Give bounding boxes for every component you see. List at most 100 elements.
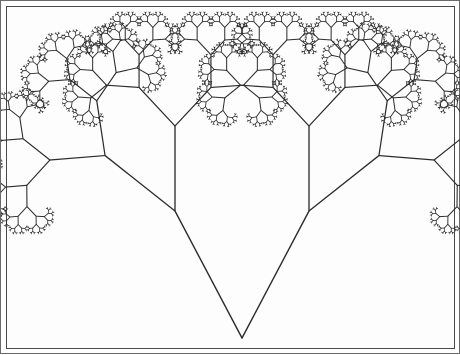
- tree-branch-level-10: [217, 124, 218, 125]
- tree-branch-level-10: [381, 44, 382, 45]
- tree-branch-level-2: [379, 156, 434, 160]
- tree-branch-level-7: [408, 35, 411, 39]
- tree-branch-level-7: [391, 117, 392, 122]
- tree-branch-level-10: [324, 12, 325, 13]
- tree-branch-level-8: [210, 115, 212, 117]
- tree-branch-level-10: [225, 45, 226, 46]
- tree-branch-level-10: [286, 89, 287, 90]
- tree-branch-level-8: [249, 116, 252, 118]
- tree-branch-level-8: [423, 37, 426, 38]
- tree-branch-level-10: [271, 49, 272, 50]
- tree-branch-level-10: [202, 59, 203, 60]
- tree-branch-level-10: [407, 54, 408, 55]
- tree-branch-level-8: [391, 122, 393, 124]
- tree-branch-level-3: [434, 160, 457, 185]
- tree-branch-level-8: [205, 107, 207, 109]
- tree-branch-level-8: [200, 91, 202, 93]
- tree-branch-level-8: [120, 15, 122, 17]
- tree-branch-level-8: [201, 74, 203, 76]
- tree-branch-level-10: [260, 14, 261, 15]
- tree-branch-level-10: [307, 24, 308, 25]
- tree-branch-level-6: [93, 52, 98, 58]
- tree-branch-level-5: [137, 57, 144, 68]
- tree-branch-level-10: [317, 26, 318, 27]
- tree-branch-level-10: [389, 126, 390, 127]
- tree-branch-level-7: [353, 35, 356, 39]
- tree-branch-level-8: [396, 41, 399, 42]
- tree-branch-level-8: [172, 31, 174, 33]
- tree-branch-level-8: [131, 34, 134, 35]
- tree-branch-level-10: [64, 105, 65, 106]
- tree-branch-level-8: [65, 102, 67, 104]
- tree-branch-level-10: [199, 60, 200, 61]
- tree-branch-level-8: [135, 19, 137, 21]
- tree-branch-level-8: [155, 50, 158, 51]
- tree-branch-level-8: [76, 35, 79, 36]
- tree-branch-level-10: [302, 51, 303, 52]
- tree-branch-level-8: [411, 84, 413, 86]
- tree-branch-level-10: [196, 15, 197, 16]
- tree-branch-level-10: [206, 111, 207, 112]
- tree-branch-level-8: [250, 118, 252, 120]
- tree-branch-level-8: [381, 31, 383, 33]
- tree-branch-level-10: [285, 105, 286, 106]
- tree-branch-level-8: [219, 15, 221, 17]
- tree-branch-level-10: [204, 12, 205, 13]
- tree-branch-level-8: [228, 15, 230, 17]
- tree-branch-level-10: [232, 47, 233, 48]
- tree-branch-level-10: [198, 75, 199, 76]
- tree-branch-level-10: [384, 39, 385, 40]
- tree-branch-level-10: [276, 117, 277, 118]
- tree-branch-level-8: [234, 33, 236, 35]
- tree-branch-level-7: [27, 74, 30, 78]
- tree-branch-level-10: [318, 25, 319, 26]
- tree-branch-level-6: [148, 22, 153, 28]
- tree-branch-level-10: [249, 14, 250, 15]
- tree-branch-level-10: [417, 69, 418, 70]
- tree-branch-level-10: [244, 22, 245, 23]
- tree-branch-level-2: [309, 87, 345, 126]
- tree-branch-level-10: [251, 31, 252, 32]
- tree-branch-level-6: [107, 33, 112, 39]
- tree-branch-level-4: [225, 85, 241, 98]
- tree-branch-level-10: [198, 105, 199, 106]
- tree-branch-level-10: [213, 57, 214, 58]
- tree-branch-level-10: [281, 84, 282, 85]
- tree-branch-level-10: [65, 95, 66, 96]
- tree-branch-level-8: [170, 49, 172, 51]
- tree-branch-level-8: [326, 84, 329, 85]
- tree-branch-level-8: [205, 79, 207, 81]
- tree-branch-level-6: [446, 65, 447, 73]
- tree-branch-level-10: [420, 89, 421, 90]
- tree-branch-level-8: [207, 57, 209, 59]
- tree-branch-level-10: [200, 12, 201, 13]
- tree-branch-level-8: [232, 116, 235, 118]
- tree-branch-level-10: [334, 12, 335, 13]
- tree-branch-level-8: [163, 21, 165, 23]
- tree-branch-level-8: [216, 120, 218, 122]
- tree-branch-level-10: [183, 26, 184, 27]
- tree-branch-level-5: [448, 207, 457, 217]
- tree-branch-level-7: [386, 117, 391, 118]
- tree-branch-level-6: [219, 22, 224, 28]
- tree-branch-level-10: [139, 25, 140, 26]
- tree-branch-level-10: [63, 98, 64, 99]
- tree-branch-level-3: [368, 73, 387, 101]
- tree-branch-level-8: [163, 19, 165, 21]
- tree-branch-level-8: [133, 41, 136, 42]
- tree-branch-level-7: [410, 74, 411, 79]
- tree-branch-level-5: [257, 69, 270, 70]
- tree-branch-level-10: [239, 55, 240, 56]
- tree-branch-level-5: [247, 39, 260, 40]
- tree-branch-level-10: [285, 72, 286, 73]
- tree-branch-level-0: [242, 211, 309, 338]
- tree-branch-level-4: [244, 70, 258, 85]
- tree-branch-level-7: [156, 73, 160, 76]
- tree-branch-level-6: [144, 55, 152, 57]
- tree-branch-level-8: [353, 15, 355, 17]
- tree-branch-level-10: [79, 57, 80, 58]
- tree-branch-level-10: [199, 64, 200, 65]
- tree-branch-level-10: [404, 124, 405, 125]
- tree-branch-level-10: [182, 22, 183, 23]
- tree-branch-level-8: [247, 31, 249, 33]
